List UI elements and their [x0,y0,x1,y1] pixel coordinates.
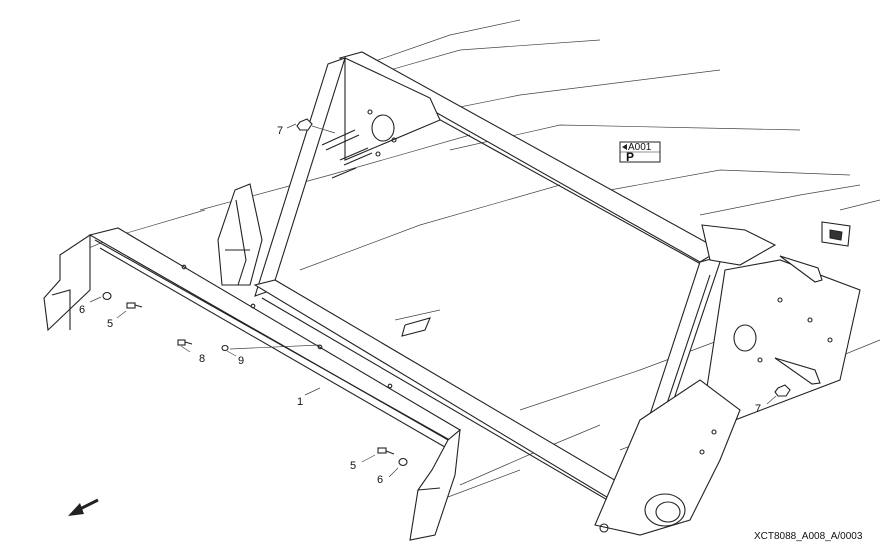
shield-part-1 [43,227,461,541]
view-ref-letter: P [626,150,634,164]
direction-arrow-icon [68,498,99,516]
support-frame [253,51,861,536]
fasteners [89,118,791,478]
callout-5-upper: 5 [107,318,113,330]
view-ref-code: A001 [628,142,652,153]
callout-8: 8 [199,353,205,365]
callout-5-lower: 5 [350,460,356,472]
callout-7-upper: 7 [277,125,283,137]
machine-deck-outline [59,19,881,501]
callout-6-lower: 6 [377,474,383,486]
drawing-id: XCT8088_A008_A/0003 [754,531,863,542]
callout-1: 1 [297,396,303,408]
callout-6-upper: 6 [79,304,85,316]
view-arrow-icon [622,144,627,150]
view-reference-box: A001 P [619,141,661,164]
callout-9: 9 [238,355,244,367]
deflector-bracket-left [217,183,263,286]
callout-7-right: 7 [755,403,761,415]
